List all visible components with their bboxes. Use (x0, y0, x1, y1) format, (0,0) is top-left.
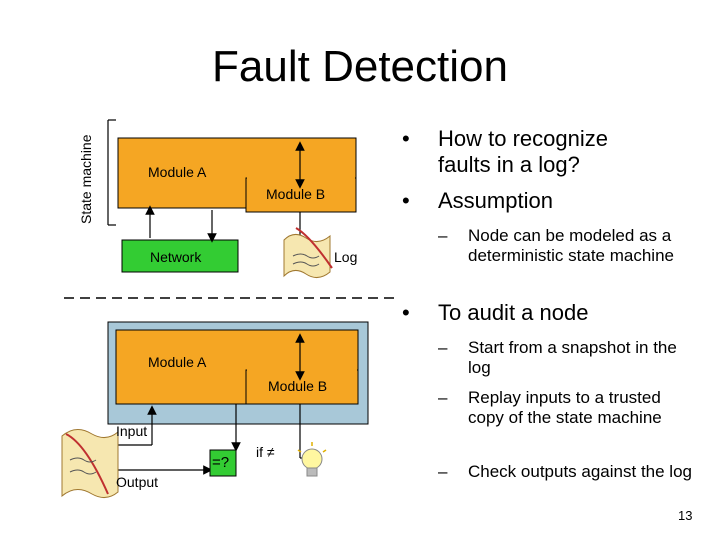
bullet-2-marker: • (402, 188, 410, 213)
bullet-3-sub-3-marker: – (438, 462, 448, 481)
network-label: Network (150, 249, 202, 265)
bullet-2-sub-1-text: Node can be modeled as a deterministic s… (468, 226, 674, 265)
if-not-equal-label: if ≠ (256, 444, 275, 460)
bullet-2-text: Assumption (438, 188, 553, 213)
log-scroll-icon (283, 227, 333, 278)
network-box (121, 239, 239, 273)
top-module-b-label: Module B (266, 186, 326, 202)
state-machine-bracket (107, 119, 116, 226)
log-label: Log (334, 249, 358, 265)
bullet-3-sub-3-text: Check outputs against the log (468, 462, 692, 481)
lightbulb-icon (297, 442, 327, 477)
compare-label: =? (212, 454, 230, 471)
bottom-module-a-label: Module A (148, 354, 207, 370)
bottom-log-scroll-icon (61, 429, 119, 498)
bottom-module-b-label: Module B (268, 378, 328, 394)
output-label: Output (116, 474, 159, 490)
input-label: Input (116, 423, 148, 439)
bullet-1-text: How to recognize faults in a log? (438, 126, 608, 177)
bullet-2-sub-1-marker: – (438, 226, 448, 245)
bottom-arrows (110, 333, 317, 475)
bullet-3-sub-1-text: Start from a snapshot in the log (468, 338, 677, 377)
bullet-3-sub-1-marker: – (438, 338, 448, 357)
bullet-3-sub-2-text: Replay inputs to a trusted copy of the s… (468, 388, 662, 427)
bullet-3-sub-2-marker: – (438, 388, 448, 407)
top-module-group (117, 137, 357, 213)
bottom-module-group (115, 329, 359, 405)
page-title: Fault Detection (212, 42, 508, 91)
page-number: 13 (678, 508, 693, 523)
bullet-3-text: To audit a node (438, 300, 589, 325)
bullet-1-marker: • (402, 126, 410, 151)
bullet-3-marker: • (402, 300, 410, 325)
compare-box (209, 449, 237, 477)
top-module-a-label: Module A (148, 164, 207, 180)
